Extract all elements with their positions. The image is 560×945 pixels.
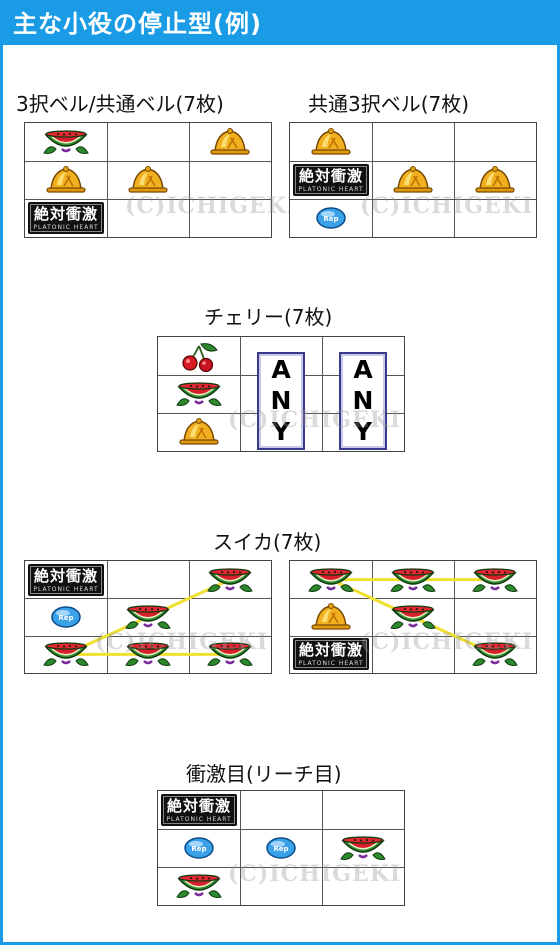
grid-row-divider bbox=[25, 199, 271, 200]
grid-column-divider bbox=[107, 561, 108, 673]
bell-icon bbox=[176, 417, 222, 451]
grid-column-divider bbox=[454, 561, 455, 673]
any-letter: A bbox=[353, 354, 373, 384]
replay-icon: Rep bbox=[265, 836, 297, 864]
grid-column-divider bbox=[189, 123, 190, 237]
grid-column-divider bbox=[372, 561, 373, 673]
suika-icon bbox=[206, 565, 254, 599]
any-letter: N bbox=[352, 385, 374, 415]
bell-icon bbox=[43, 165, 89, 199]
bell-icon bbox=[472, 165, 518, 199]
watermark: (C)ICHIGEKI bbox=[125, 193, 299, 219]
grid-row-divider bbox=[290, 161, 536, 162]
bell-icon bbox=[308, 127, 354, 161]
page-title: 主な小役の停止型(例) bbox=[13, 10, 262, 38]
section-title-suika: スイカ(7枚) bbox=[213, 530, 322, 554]
watermark: (C)ICHIGEKI bbox=[360, 193, 534, 219]
section-title-cherry: チェリー(7枚) bbox=[204, 305, 333, 329]
bell-icon bbox=[308, 602, 354, 636]
suika-icon bbox=[42, 127, 90, 161]
svg-text:Rep: Rep bbox=[273, 845, 288, 853]
grid-row-divider bbox=[25, 635, 271, 637]
grid-column-divider bbox=[240, 337, 241, 451]
svg-text:Rep: Rep bbox=[191, 845, 206, 853]
suika-icon bbox=[175, 871, 223, 905]
replay-icon: Rep bbox=[50, 605, 82, 633]
watermark: (C)ICHIGEKI bbox=[228, 861, 402, 887]
any-letter: Y bbox=[271, 417, 291, 447]
watermark: (C)ICHIGEKI bbox=[228, 407, 402, 433]
section-title-bell-common: 共通3択ベル(7枚) bbox=[308, 92, 470, 116]
suika-icon bbox=[175, 379, 223, 413]
watermark: (C)ICHIGEKI bbox=[95, 629, 269, 655]
cherry-icon bbox=[177, 340, 221, 376]
any-letter: N bbox=[270, 385, 292, 415]
replay-icon: Rep bbox=[183, 836, 215, 864]
grid-column-divider bbox=[240, 791, 241, 905]
grid-column-divider bbox=[322, 337, 323, 451]
grid-column-divider bbox=[107, 123, 108, 237]
section-title-bell-3: 3択ベル/共通ベル(7枚) bbox=[16, 92, 224, 116]
suika-icon bbox=[471, 639, 519, 673]
suika-icon bbox=[42, 639, 90, 673]
section-title-reach: 衝激目(リーチ目) bbox=[186, 762, 342, 786]
grid-row-divider bbox=[290, 635, 536, 637]
grid-row-divider bbox=[25, 161, 271, 162]
suika-icon bbox=[124, 639, 172, 673]
any-letter: Y bbox=[353, 417, 373, 447]
grid-row-divider bbox=[158, 867, 404, 868]
svg-text:Rep: Rep bbox=[58, 614, 73, 622]
suika-icon bbox=[206, 639, 254, 673]
bell-icon bbox=[125, 165, 171, 199]
grid-row-divider bbox=[290, 199, 536, 200]
suika-icon bbox=[307, 565, 355, 599]
suika-icon bbox=[471, 565, 519, 599]
bell-icon bbox=[207, 127, 253, 161]
watermark: (C)ICHIGEKI bbox=[360, 629, 534, 655]
grid-column-divider bbox=[189, 561, 190, 673]
suika-icon bbox=[339, 833, 387, 867]
suika-icon bbox=[389, 565, 437, 599]
grid-row-divider bbox=[290, 598, 536, 600]
header-bar: 主な小役の停止型(例) bbox=[3, 3, 557, 45]
grid-row-divider bbox=[158, 829, 404, 830]
svg-text:Rep: Rep bbox=[323, 215, 338, 223]
suika-icon bbox=[124, 602, 172, 636]
grid-column-divider bbox=[322, 791, 323, 905]
grid-column-divider bbox=[372, 123, 373, 237]
bell-icon bbox=[390, 165, 436, 199]
grid-column-divider bbox=[454, 123, 455, 237]
suika-icon bbox=[389, 602, 437, 636]
grid-row-divider bbox=[25, 598, 271, 600]
replay-icon: Rep bbox=[315, 206, 347, 234]
any-letter: A bbox=[271, 354, 291, 384]
